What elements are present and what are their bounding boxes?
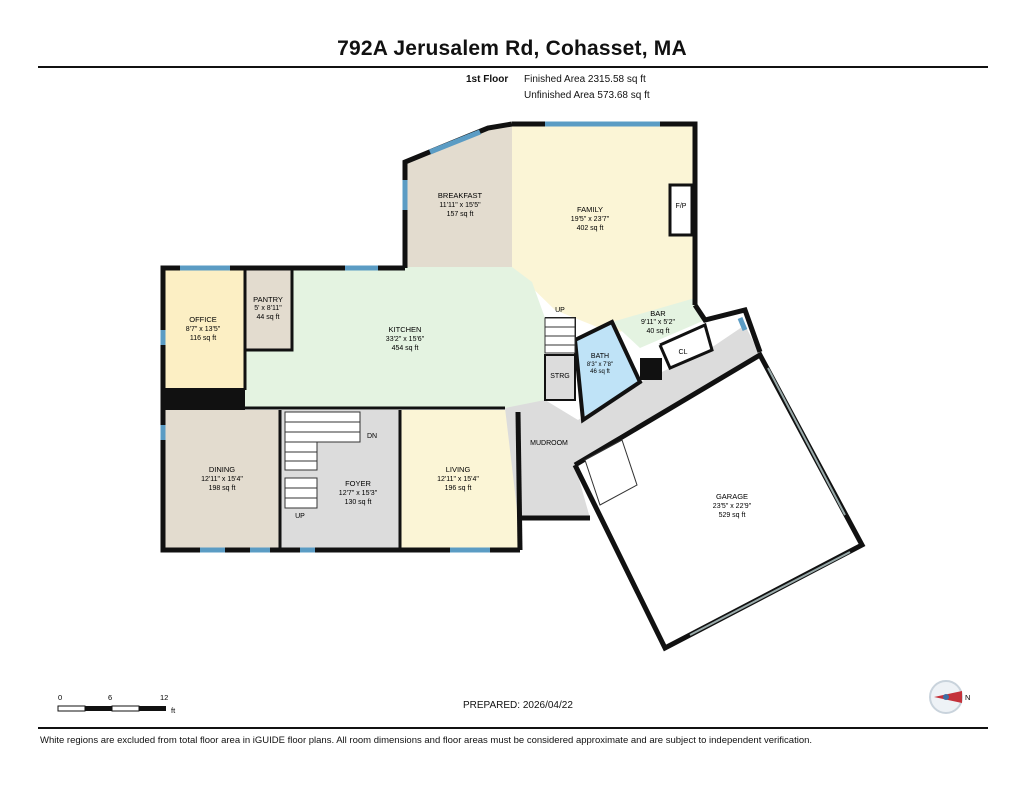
header-rule <box>38 66 988 68</box>
walls <box>160 121 866 652</box>
garage-name: GARAGE <box>716 492 748 501</box>
pantry-area: 44 sq ft <box>257 314 280 321</box>
bath-dims: 8'3" x 7'8" <box>587 362 613 368</box>
unfinished-area: Unfinished Area 573.68 sq ft <box>524 90 650 101</box>
dining-dims: 12'11" x 15'4" <box>201 476 243 483</box>
foyer-stair-lower <box>284 477 318 509</box>
room-fills <box>163 124 862 648</box>
garage-step <box>584 439 638 506</box>
windows <box>160 121 748 553</box>
foyer-area: 130 sq ft <box>345 499 372 506</box>
scale-tick-0: 0 <box>58 693 62 702</box>
dn-label-foyer: DN <box>367 433 377 440</box>
bar-east-wall <box>692 303 763 353</box>
scale-tick-12: 12 <box>160 693 168 702</box>
fp-label: F/P <box>676 203 687 210</box>
garage-details <box>584 367 851 636</box>
cl-walls <box>658 322 714 370</box>
bath-walls <box>573 319 643 424</box>
kitchen-area: 454 sq ft <box>392 345 419 352</box>
breakfast-area: 157 sq ft <box>447 211 474 218</box>
garage-walls <box>572 351 866 652</box>
bar-dims: 9'11" x 5'2" <box>641 319 675 326</box>
west-wall <box>160 265 520 553</box>
family-fill <box>512 124 695 333</box>
up-label-foyer: UP <box>295 513 305 520</box>
scale-seg-1 <box>57 705 86 712</box>
scale-tick-6: 6 <box>108 693 112 702</box>
foyer-name: FOYER <box>345 479 371 488</box>
window-breakfast-n <box>429 129 481 155</box>
strg-fill <box>545 355 575 400</box>
garage-door <box>689 551 851 636</box>
bath-name: BATH <box>591 353 609 360</box>
pantry-fill <box>245 267 292 350</box>
kitchen-fill <box>245 267 545 408</box>
living-fill <box>400 410 518 550</box>
bath-fill <box>575 322 640 420</box>
pantry-walls <box>243 268 294 352</box>
office-fill <box>163 267 245 390</box>
family-name: FAMILY <box>577 205 603 214</box>
stairs <box>284 317 576 509</box>
page-title: 792A Jerusalem Rd, Cohasset, MA <box>337 37 687 60</box>
office-area: 116 sq ft <box>190 335 216 342</box>
family-dims: 19'5" x 23'7" <box>571 216 610 223</box>
window-bar <box>737 317 748 331</box>
breakfast-fill <box>405 124 512 268</box>
bath-area: 46 sq ft <box>590 369 610 375</box>
pantry-dims: 5' x 8'11" <box>254 305 282 312</box>
scale-bar: 0 6 12 ft <box>57 693 176 715</box>
scale-unit: ft <box>171 706 176 715</box>
footer-disclaimer: White regions are excluded from total fl… <box>40 735 813 746</box>
scale-seg-3 <box>111 705 140 712</box>
footer-rule <box>38 727 988 729</box>
scale-seg-2 <box>85 706 112 711</box>
mechanical-block <box>640 358 662 380</box>
scale-seg-4 <box>139 706 166 711</box>
office-dims: 8'7" x 13'5" <box>186 326 221 333</box>
breakfast-dims: 11'11" x 15'5" <box>439 202 481 209</box>
breakfast-name: BREAKFAST <box>438 191 483 200</box>
prepared-date: PREPARED: 2026/04/22 <box>463 700 573 711</box>
foyer-east-wall <box>515 411 523 551</box>
foyer-dims: 12'7" x 15'3" <box>339 490 378 497</box>
strg-label: STRG <box>550 373 569 380</box>
living-area: 196 sq ft <box>445 485 472 492</box>
foyer-stair-run <box>284 441 318 471</box>
living-name: LIVING <box>446 465 471 474</box>
room-labels: BREAKFAST 11'11" x 15'5" 157 sq ft FAMIL… <box>186 191 752 520</box>
bar-fill <box>612 298 705 348</box>
bar-area: 40 sq ft <box>647 328 670 335</box>
finished-area: Finished Area 2315.58 sq ft <box>524 74 646 85</box>
garage-area: 529 sq ft <box>719 512 746 519</box>
dining-fill <box>163 410 280 550</box>
compass-north: N <box>965 693 970 702</box>
family-area: 402 sq ft <box>577 225 604 232</box>
kitchen-dims: 33'2" x 15'6" <box>386 336 425 343</box>
compass-icon: N <box>929 680 970 714</box>
fireplace <box>668 183 694 237</box>
compass-center <box>943 694 949 700</box>
living-dims: 12'11" x 15'4" <box>437 476 479 483</box>
foyer-stair-upper <box>284 411 361 443</box>
pantry-name: PANTRY <box>253 295 283 304</box>
floor-label: 1st Floor <box>466 74 509 85</box>
dining-area: 198 sq ft <box>209 485 236 492</box>
cl-label: CL <box>679 349 688 356</box>
garage-dims: 23'5" x 22'9" <box>713 503 752 510</box>
mudroom-fill <box>505 325 760 518</box>
office-name: OFFICE <box>189 315 217 324</box>
up-label-family: UP <box>555 307 565 314</box>
garage-side-door <box>767 367 846 516</box>
kitchen-name: KITCHEN <box>389 325 422 334</box>
mudroom-label: MUDROOM <box>530 440 568 447</box>
dining-name: DINING <box>209 465 235 474</box>
garage-fill <box>575 355 862 648</box>
bar-name: BAR <box>650 309 666 318</box>
